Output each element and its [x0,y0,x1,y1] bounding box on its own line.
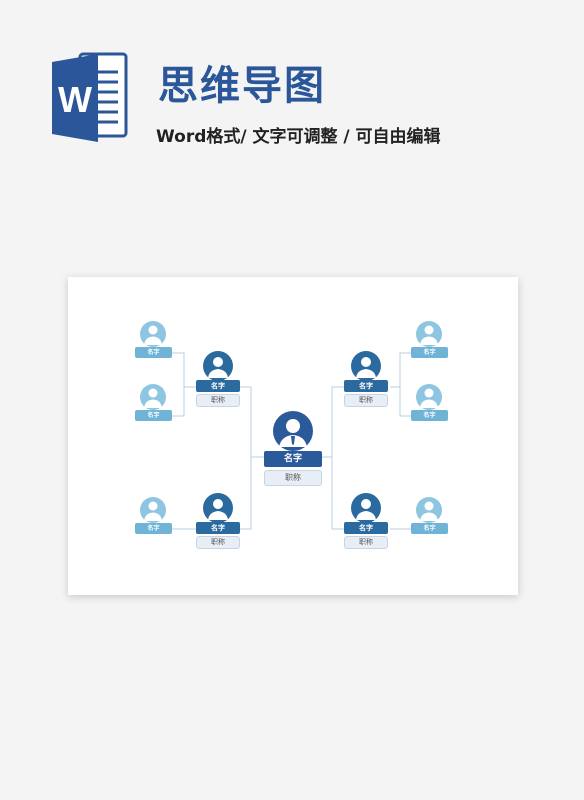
person-avatar-icon [416,497,442,523]
person-avatar-icon [203,493,233,523]
leaf-name[interactable]: 名字 [411,347,448,358]
connector-lines [172,352,411,530]
branch-name[interactable]: 名字 [196,522,240,534]
center-title[interactable]: 职称 [264,470,322,486]
center-node: 名字 职称 [264,411,322,489]
branch-title[interactable]: 职称 [344,536,388,549]
leaf-name[interactable]: 名字 [411,523,448,534]
person-avatar-icon [203,351,233,381]
branch-name[interactable]: 名字 [344,380,388,392]
word-logo-letter: W [58,79,92,120]
branch-name[interactable]: 名字 [344,522,388,534]
branch-title[interactable]: 职称 [196,394,240,407]
leaf-name[interactable]: 名字 [135,410,172,421]
person-avatar-icon [416,384,442,410]
leaf-name[interactable]: 名字 [411,410,448,421]
leaf-name[interactable]: 名字 [135,347,172,358]
branch-title[interactable]: 职称 [344,394,388,407]
mindmap-card: 名字 职称 名字 职称 名字 职称 名字 职称 [68,277,518,595]
person-avatar-icon [416,321,442,347]
leaf-node: 名字 [411,497,448,535]
leaf-node: 名字 [411,321,448,359]
leaf-name[interactable]: 名字 [135,523,172,534]
person-avatar-icon [140,497,166,523]
person-avatar-icon [351,493,381,523]
branch-node-right-top: 名字 职称 [344,351,388,409]
person-avatar-icon [140,384,166,410]
leaf-node: 名字 [135,497,172,535]
leaf-node: 名字 [135,384,172,422]
person-avatar-icon [351,351,381,381]
center-name[interactable]: 名字 [264,451,322,467]
person-avatar-icon [273,411,313,451]
leaf-node: 名字 [411,384,448,422]
page-title: 思维导图 [158,63,326,109]
branch-node-right-bottom: 名字 职称 [344,493,388,551]
branch-name[interactable]: 名字 [196,380,240,392]
word-logo-icon: W [52,52,128,142]
branch-node-left-top: 名字 职称 [196,351,240,409]
branch-node-left-bottom: 名字 职称 [196,493,240,551]
person-avatar-icon [140,321,166,347]
leaf-node: 名字 [135,321,172,359]
branch-title[interactable]: 职称 [196,536,240,549]
page-subtitle: Word格式/ 文字可调整 / 可自由编辑 [156,127,441,147]
